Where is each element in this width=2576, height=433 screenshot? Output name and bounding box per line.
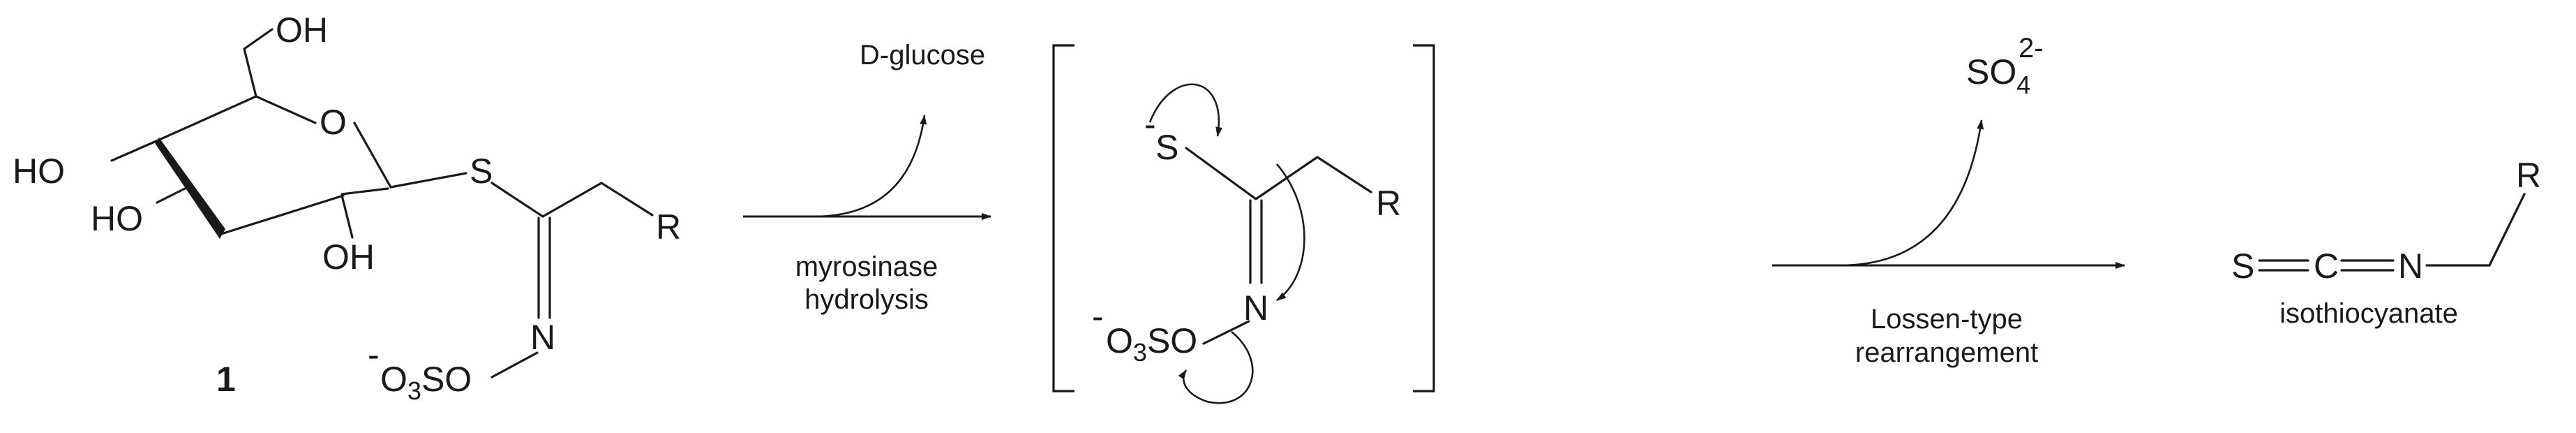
left-bracket <box>1052 44 1074 392</box>
c1-s-bond <box>389 172 467 189</box>
right-bracket <box>1413 44 1435 392</box>
o-text: O <box>1106 321 1133 360</box>
n-o-bond <box>491 351 539 379</box>
ch2-r-bond <box>2488 193 2526 267</box>
ring-bond <box>155 95 257 142</box>
glucose-release-arrow <box>816 115 927 218</box>
subscript-3: 3 <box>407 376 421 405</box>
sulfonate-charge: - <box>368 335 380 374</box>
isothiocyanate-structure: S C N R isothiocyanate <box>2231 156 2541 329</box>
sulfate-byproduct-label: SO4 <box>1966 52 2030 99</box>
c-ch2-bond <box>541 182 603 218</box>
c4-oh-bond <box>110 140 158 162</box>
so-text: SO <box>1147 321 1197 360</box>
ch2-r-bond <box>600 182 654 216</box>
ring-bond <box>220 194 345 235</box>
n-o-bond <box>1202 320 1250 345</box>
ho-3-label: HO <box>91 199 143 238</box>
step1-label-line1: myrosinase <box>795 251 938 282</box>
glucose-byproduct-label: D-glucose <box>860 40 985 71</box>
r-group-label: R <box>656 207 681 247</box>
nitrogen-label: N <box>1243 288 1268 328</box>
product-nitrogen-label: N <box>2398 247 2423 286</box>
step1-label-line2: hydrolysis <box>804 284 929 315</box>
subscript-3: 3 <box>1133 338 1147 367</box>
ring-oxygen-label: O <box>320 103 347 142</box>
product-name-label: isothiocyanate <box>2279 298 2458 329</box>
s-c-bond <box>491 182 544 218</box>
r-group-label: R <box>1376 184 1401 223</box>
nitrogen-label: N <box>530 318 555 357</box>
ring-bold-bond <box>155 138 225 239</box>
sulfate-subscript: 4 <box>2016 71 2030 99</box>
compound-number: 1 <box>216 360 236 399</box>
step2-arrow-group: SO4 2- Lossen-type rearrangement <box>1772 33 2125 368</box>
o-text: O <box>380 360 407 399</box>
thiolate-sulfur-label: S <box>1155 128 1178 167</box>
sulfonate-charge: - <box>1092 297 1104 336</box>
sulfur-label: S <box>470 152 493 191</box>
step2-label-line1: Lossen-type <box>1871 304 2023 335</box>
c5-c6-bond <box>243 47 257 98</box>
oh-6-label: OH <box>276 10 328 50</box>
sulfate-release-arrow <box>1841 119 1984 267</box>
r-group-label: R <box>2516 156 2541 195</box>
sulfate-formula: SO <box>1966 52 2016 91</box>
product-sulfur-label: S <box>2231 247 2254 286</box>
intermediate-structure: - S R N - O3SO <box>1052 44 1435 404</box>
step1-arrow-group: D-glucose myrosinase hydrolysis <box>743 40 991 315</box>
thiolate-push-arrow <box>1148 83 1223 137</box>
product-carbon-label: C <box>2314 247 2339 286</box>
c6-oh-bond <box>243 28 274 50</box>
step2-label-line2: rearrangement <box>1855 337 2038 368</box>
no-cleave-arrow <box>1178 330 1254 404</box>
ring-bond <box>340 187 389 196</box>
ho-4-label: HO <box>13 152 65 191</box>
ch2-r-bond <box>1316 156 1372 193</box>
oh-2-label: OH <box>322 237 375 277</box>
ring-bond <box>255 95 317 124</box>
osulfonate-label: O3SO <box>380 360 472 405</box>
glucosinolate-structure: OH O HO HO OH S R N - O3SO 1 <box>13 10 681 405</box>
sulfate-charge: 2- <box>2019 33 2044 64</box>
cn-push-arrow <box>1276 163 1305 302</box>
so-text: SO <box>421 360 472 399</box>
c2-oh-bond <box>340 194 354 239</box>
osulfonate-label: O3SO <box>1106 321 1197 367</box>
thiolate-charge: - <box>1144 105 1156 144</box>
s-c-bond <box>1185 147 1257 200</box>
c3-oh-bond <box>156 187 186 204</box>
ring-bond <box>353 122 392 189</box>
